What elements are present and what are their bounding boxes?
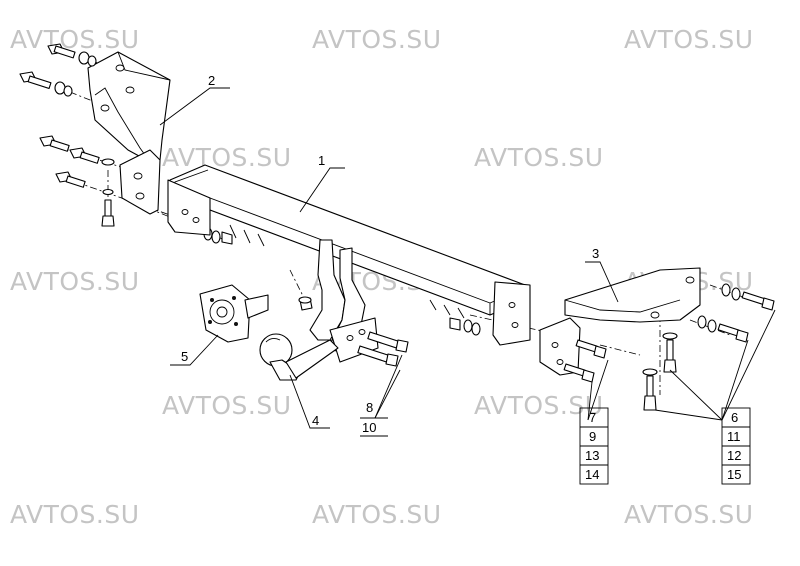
callout-group-right-item: 15 xyxy=(727,467,741,482)
callout-group-left-item: 10 xyxy=(362,420,376,435)
callouts: 1 2 3 4 5 8 10 7 9 13 14 6 11 12 xyxy=(181,73,751,485)
right-mounting-bracket xyxy=(539,267,701,376)
watermark: AVTOS.SU xyxy=(10,500,140,529)
callout-2: 2 xyxy=(208,73,215,88)
watermark: AVTOS.SU xyxy=(162,391,292,420)
callout-group-centre-item: 14 xyxy=(585,467,599,482)
electrical-socket-plate xyxy=(199,284,269,343)
watermark: AVTOS.SU xyxy=(10,267,140,296)
watermark: AVTOS.SU xyxy=(624,500,754,529)
tow-ball xyxy=(259,296,339,381)
main-crossbar xyxy=(167,164,531,346)
callout-group-centre-item: 13 xyxy=(585,448,599,463)
callout-3: 3 xyxy=(592,246,599,261)
assembly-axes xyxy=(61,54,766,395)
callout-group-left-item: 8 xyxy=(366,400,373,415)
callout-group-right: 6 11 12 15 xyxy=(721,407,751,485)
callout-group-right-item: 11 xyxy=(727,429,741,444)
callout-1: 1 xyxy=(318,153,325,168)
left-mounting-bracket xyxy=(87,51,171,215)
watermark: AVTOS.SU xyxy=(10,25,140,54)
watermark: AVTOS.SU xyxy=(624,25,754,54)
watermark: AVTOS.SU xyxy=(474,143,604,172)
leader-lines xyxy=(159,87,776,429)
callout-group-centre-item: 7 xyxy=(589,410,596,425)
watermark: AVTOS.SU xyxy=(474,391,604,420)
callout-5: 5 xyxy=(181,349,188,364)
callout-group-right-item: 12 xyxy=(727,448,741,463)
left-fasteners xyxy=(19,43,233,245)
callout-4: 4 xyxy=(312,413,319,428)
right-bar-fasteners xyxy=(449,317,481,336)
watermark: AVTOS.SU xyxy=(312,500,442,529)
centre-bolts xyxy=(357,331,409,367)
watermark: AVTOS.SU xyxy=(162,143,292,172)
callout-group-centre-item: 9 xyxy=(589,429,596,444)
callout-group-centre: 7 9 13 14 xyxy=(579,407,609,485)
callout-group-right-item: 6 xyxy=(731,410,738,425)
right-fasteners xyxy=(563,283,775,411)
callout-group-left: 8 10 xyxy=(360,400,388,437)
watermark: AVTOS.SU xyxy=(312,25,442,54)
